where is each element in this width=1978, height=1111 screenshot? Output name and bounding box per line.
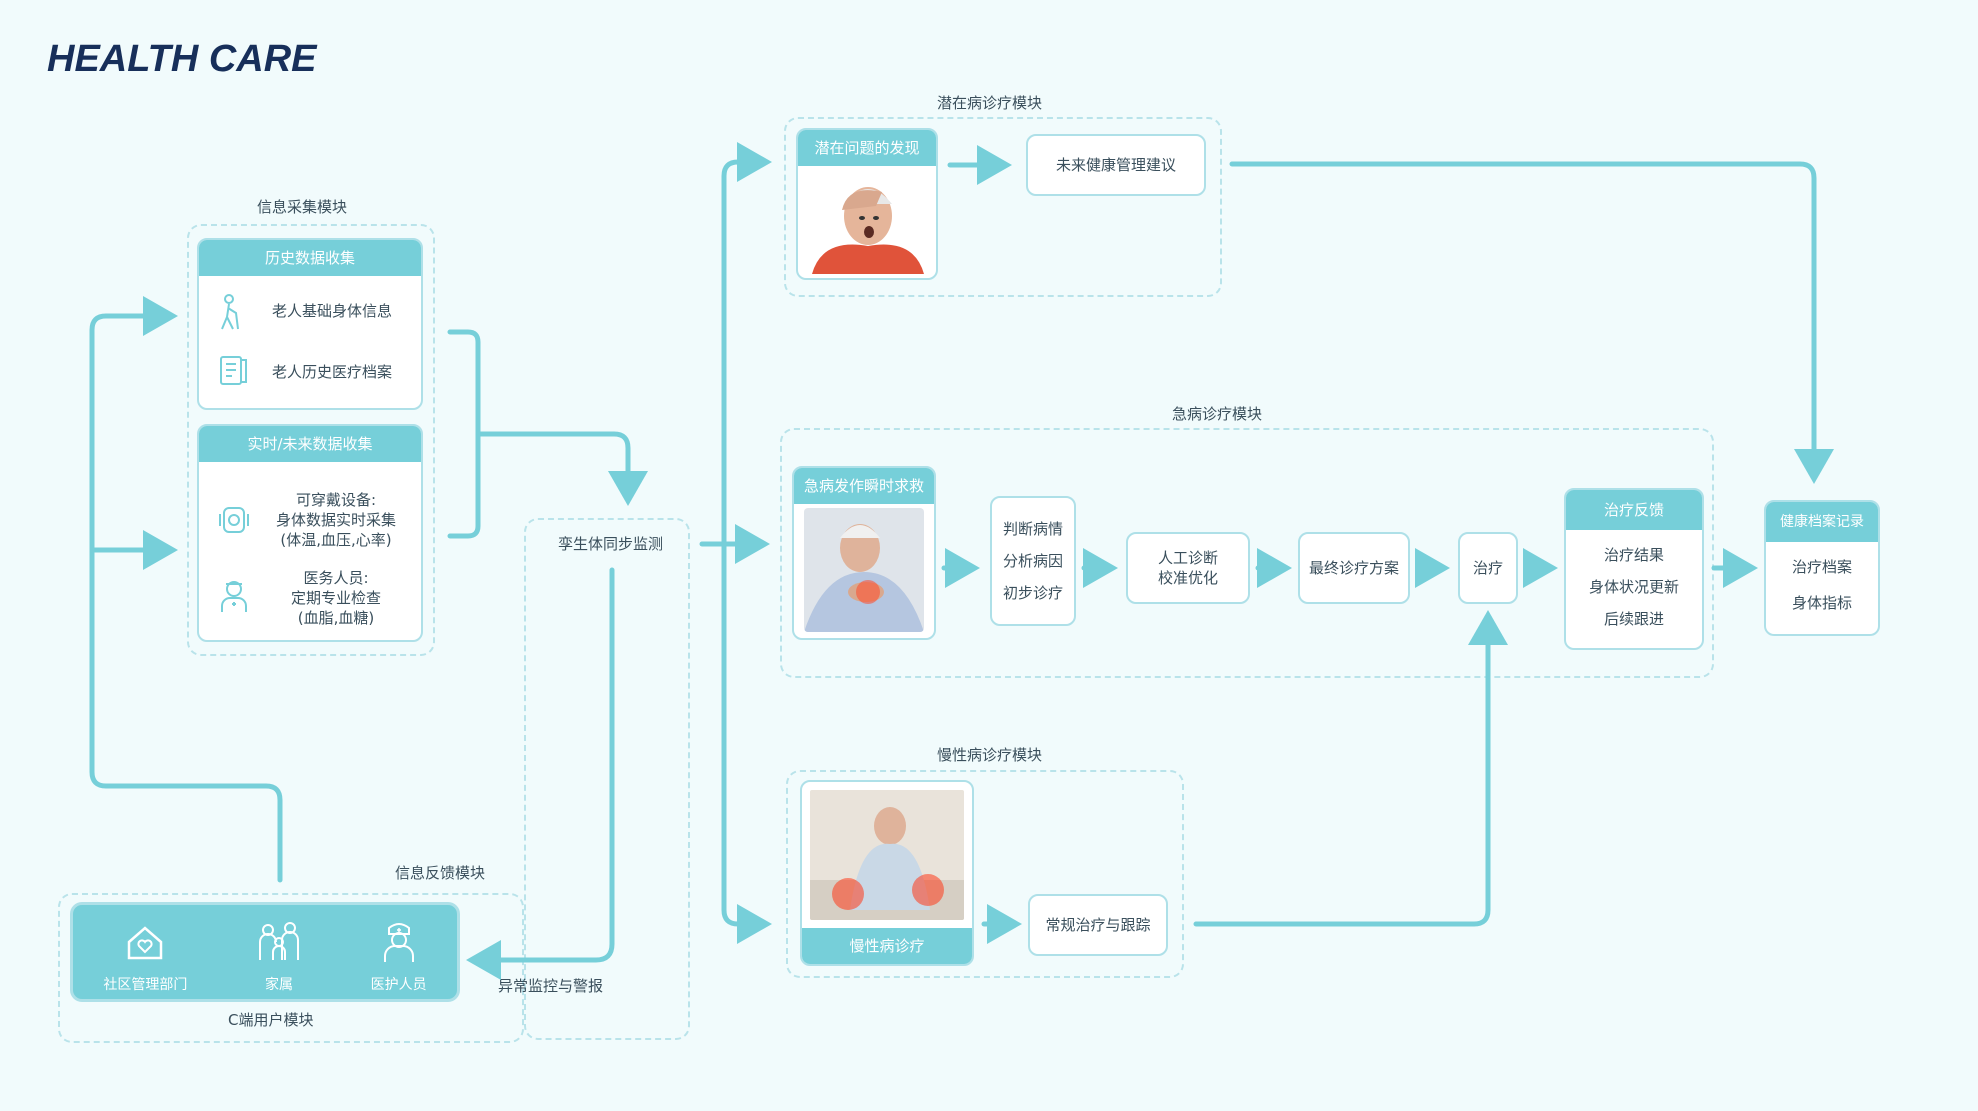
treatment-feedback-title: 治疗反馈 [1566,490,1702,530]
future-health-advice-box: 未来健康管理建议 [1026,134,1206,196]
acute-module-border [780,428,1714,678]
info-collection-module-border [187,224,435,656]
home-heart-icon [123,920,167,968]
treatment-feedback-card: 治疗反馈 [1564,488,1704,650]
realtime-data-title: 实时/未来数据收集 [199,426,421,462]
treatment-box: 治疗 [1458,532,1518,604]
acute-rescue-title: 急病发作瞬时求救 [794,468,934,504]
feedback-item-1: 治疗结果 [1603,546,1664,564]
info-collection-label: 信息采集模块 [257,198,348,216]
health-record-title: 健康档案记录 [1766,502,1878,542]
family-icon [254,920,304,968]
ai-diagnosis-box: 人工诊断 校准优化 [1126,532,1250,604]
potential-discovery-title: 潜在问题的发现 [798,130,936,166]
c-user-family-label: 家属 [264,977,293,993]
alarm-label: 异常监控与警报 [498,977,604,995]
c-user-nurse[interactable]: 医护人员 [371,920,427,994]
feedback-item-2: 身体状况更新 [1588,578,1679,596]
chronic-card: 慢性病诊疗 [800,780,974,966]
history-item-basic-label: 老人基础身体信息 [272,301,393,320]
c-user-community-label: 社区管理部门 [103,977,188,993]
c-user-panel [70,902,460,1002]
acute-module-label: 急病诊疗模块 [1172,405,1263,423]
bracket-collection [447,329,481,539]
c-user-icons: 社区管理部门 家属 医护人员 [70,910,460,994]
medical-line-2: 定期专业检查 [290,589,381,607]
c-user-module-label: C端用户模块 [228,1011,314,1029]
ai-line-2: 校准优化 [1157,569,1218,587]
collection-to-twin [475,431,648,506]
history-data-title: 历史数据收集 [199,240,421,276]
elder-walking-icon [216,293,250,330]
chronic-module-border [786,770,1184,978]
record-item-2: 身体指标 [1791,594,1852,612]
elder-knee-pain-photo [810,790,964,920]
nurse-icon [377,920,421,968]
twin-to-alarm [466,567,615,980]
wearable-line-2: 身体数据实时采集 [275,511,396,529]
wearable-line-1: 可穿戴设备: [295,491,377,509]
treatment-feedback-items: 治疗结果 身体状况更新 后续跟进 [1566,530,1702,644]
digital-twin-module-border [524,518,690,1040]
feedback-module-label: 信息反馈模块 [395,864,486,882]
judge-line-2: 分析病因 [1002,552,1063,570]
digital-twin-label: 孪生体同步监测 [558,535,664,553]
chronic-module-label: 慢性病诊疗模块 [937,746,1043,764]
history-item-basic: 老人基础身体信息 [216,293,393,330]
medical-record-icon [216,354,250,388]
regular-to-treat [1193,610,1508,927]
elder-chest-pain-photo [804,508,924,632]
c-user-nurse-label: 医护人员 [370,977,427,993]
chronic-caption: 慢性病诊疗 [802,928,972,964]
record-item-1: 治疗档案 [1791,558,1852,576]
smartwatch-icon [216,502,252,542]
c-user-community[interactable]: 社区管理部门 [103,920,187,994]
c-user-module-border [58,893,524,1043]
history-data-card: 历史数据收集 [197,238,423,410]
potential-module-border [784,117,1222,297]
doctor-icon [216,578,252,618]
twin-trunk [721,142,772,547]
final-plan-box: 最终诊疗方案 [1298,532,1410,604]
wearable-line-3: (体温,血压,心率) [280,531,392,549]
elder-headache-photo [802,166,932,274]
medical-line-3: (血脂,血糖) [297,609,375,627]
judge-line-1: 判断病情 [1002,520,1063,538]
loop-c-user-to-collection [89,296,283,883]
history-item-records-label: 老人历史医疗档案 [272,362,393,381]
ai-line-1: 人工诊断 [1157,549,1218,567]
advice-to-record [1229,161,1834,484]
page-title: HEALTH CARE [47,38,317,80]
wearable-text: 可穿戴设备: 身体数据实时采集 (体温,血压,心率) [262,488,410,552]
feedback-item-3: 后续跟进 [1603,610,1664,628]
medical-line-1: 医务人员: [303,569,369,587]
health-record-card: 健康档案记录 [1764,500,1880,636]
regular-treatment-box: 常规治疗与跟踪 [1028,894,1168,956]
potential-module-label: 潜在病诊疗模块 [937,94,1043,112]
judge-line-3: 初步诊疗 [1002,584,1063,602]
health-record-items: 治疗档案 身体指标 [1766,540,1878,630]
c-user-family[interactable]: 家属 [254,920,304,994]
history-item-records: 老人历史医疗档案 [216,354,392,388]
twin-to-chronic [721,541,772,944]
medical-staff-text: 医务人员: 定期专业检查 (血脂,血糖) [262,566,410,630]
judge-illness-box: 判断病情 分析病因 初步诊疗 [990,496,1076,626]
